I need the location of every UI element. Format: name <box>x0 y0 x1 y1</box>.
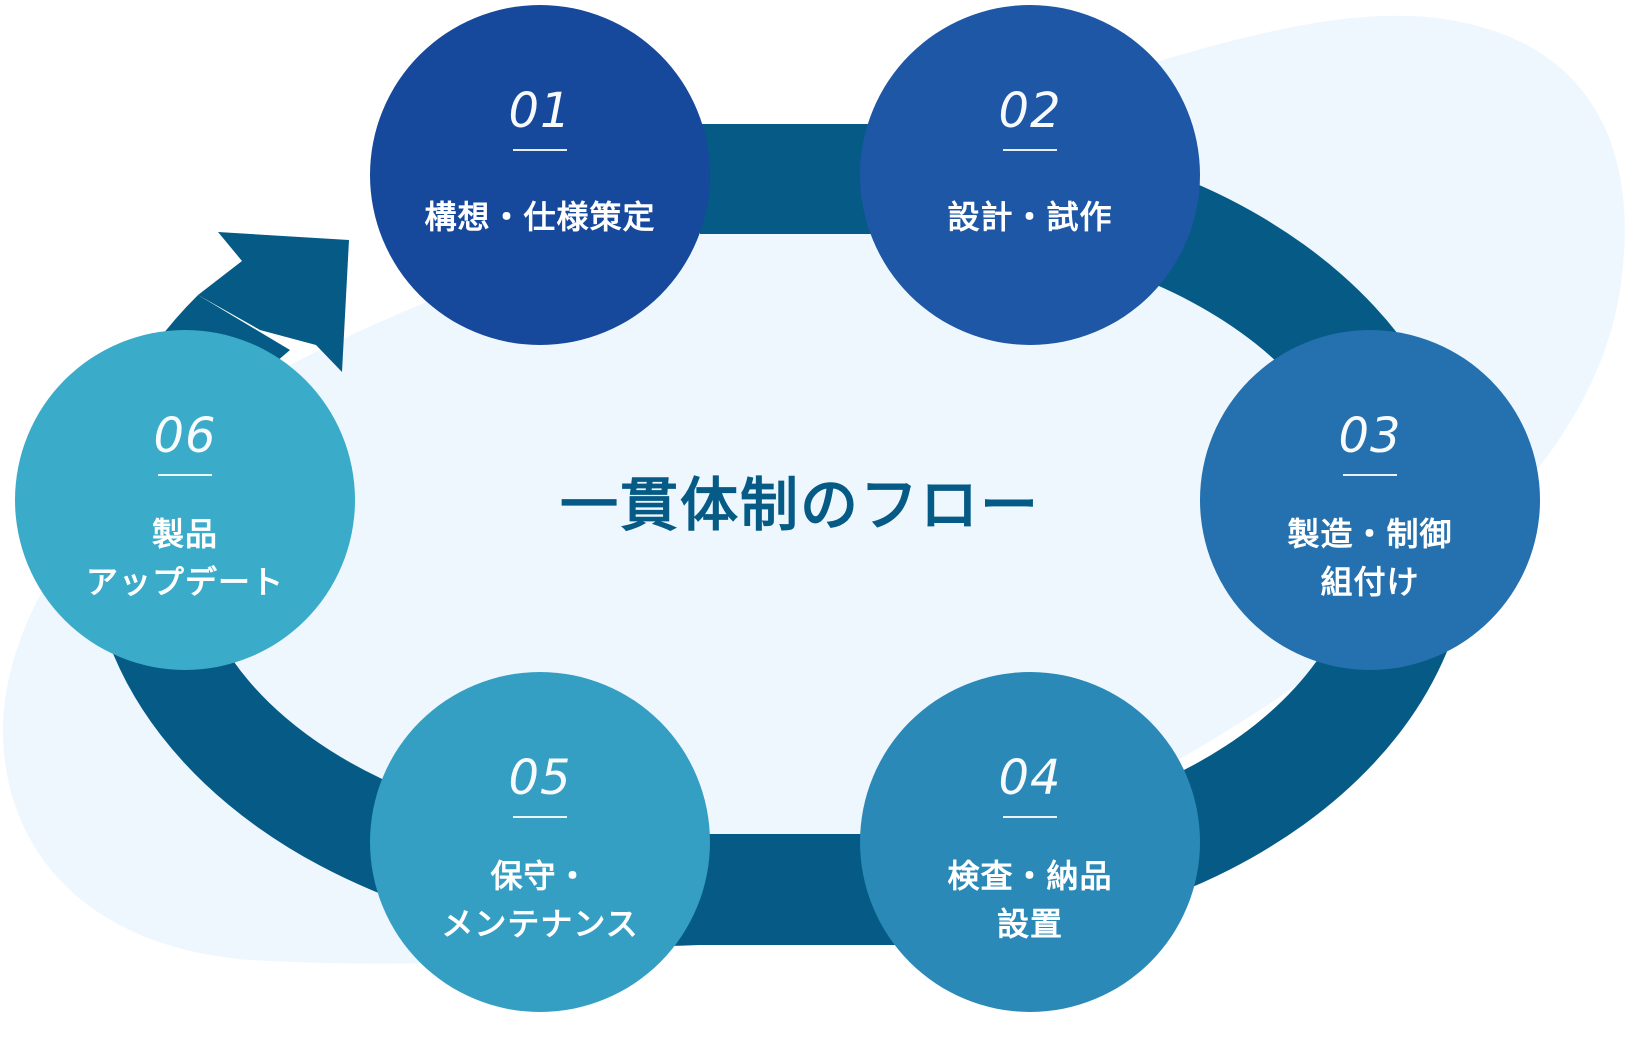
flow-ring-right <box>700 124 1471 945</box>
step-label: 製品 アップデート <box>85 515 284 601</box>
step-02-circle: 02 設計・試作 <box>860 5 1200 345</box>
step-04-circle: 04 検査・納品 設置 <box>860 672 1200 1012</box>
divider <box>1003 816 1057 818</box>
diagram-title: 一貫体制のフロー <box>559 471 1040 539</box>
divider <box>513 149 567 151</box>
divider <box>158 474 212 476</box>
step-06-circle: 06 製品 アップデート <box>15 330 355 670</box>
divider <box>1003 149 1057 151</box>
step-03-circle: 03 製造・制御 組付け <box>1200 330 1540 670</box>
divider <box>1343 474 1397 476</box>
step-number: 03 <box>1338 408 1402 464</box>
step-number: 02 <box>998 83 1062 139</box>
step-number: 05 <box>508 750 572 806</box>
divider <box>513 816 567 818</box>
step-label: 保守・ メンテナンス <box>441 857 639 943</box>
step-label: 設計・試作 <box>947 198 1113 236</box>
step-05-circle: 05 保守・ メンテナンス <box>370 672 710 1012</box>
step-number: 06 <box>153 408 217 464</box>
cycle-return-arrow-icon <box>198 232 349 372</box>
flow-ring-left <box>89 295 701 947</box>
step-label: 検査・納品 設置 <box>947 857 1113 943</box>
step-number: 01 <box>508 83 572 139</box>
step-number: 04 <box>998 750 1062 806</box>
step-01-circle: 01 構想・仕様策定 <box>370 5 710 345</box>
step-label: 構想・仕様策定 <box>424 198 656 236</box>
step-label: 製造・制御 組付け <box>1287 515 1453 601</box>
